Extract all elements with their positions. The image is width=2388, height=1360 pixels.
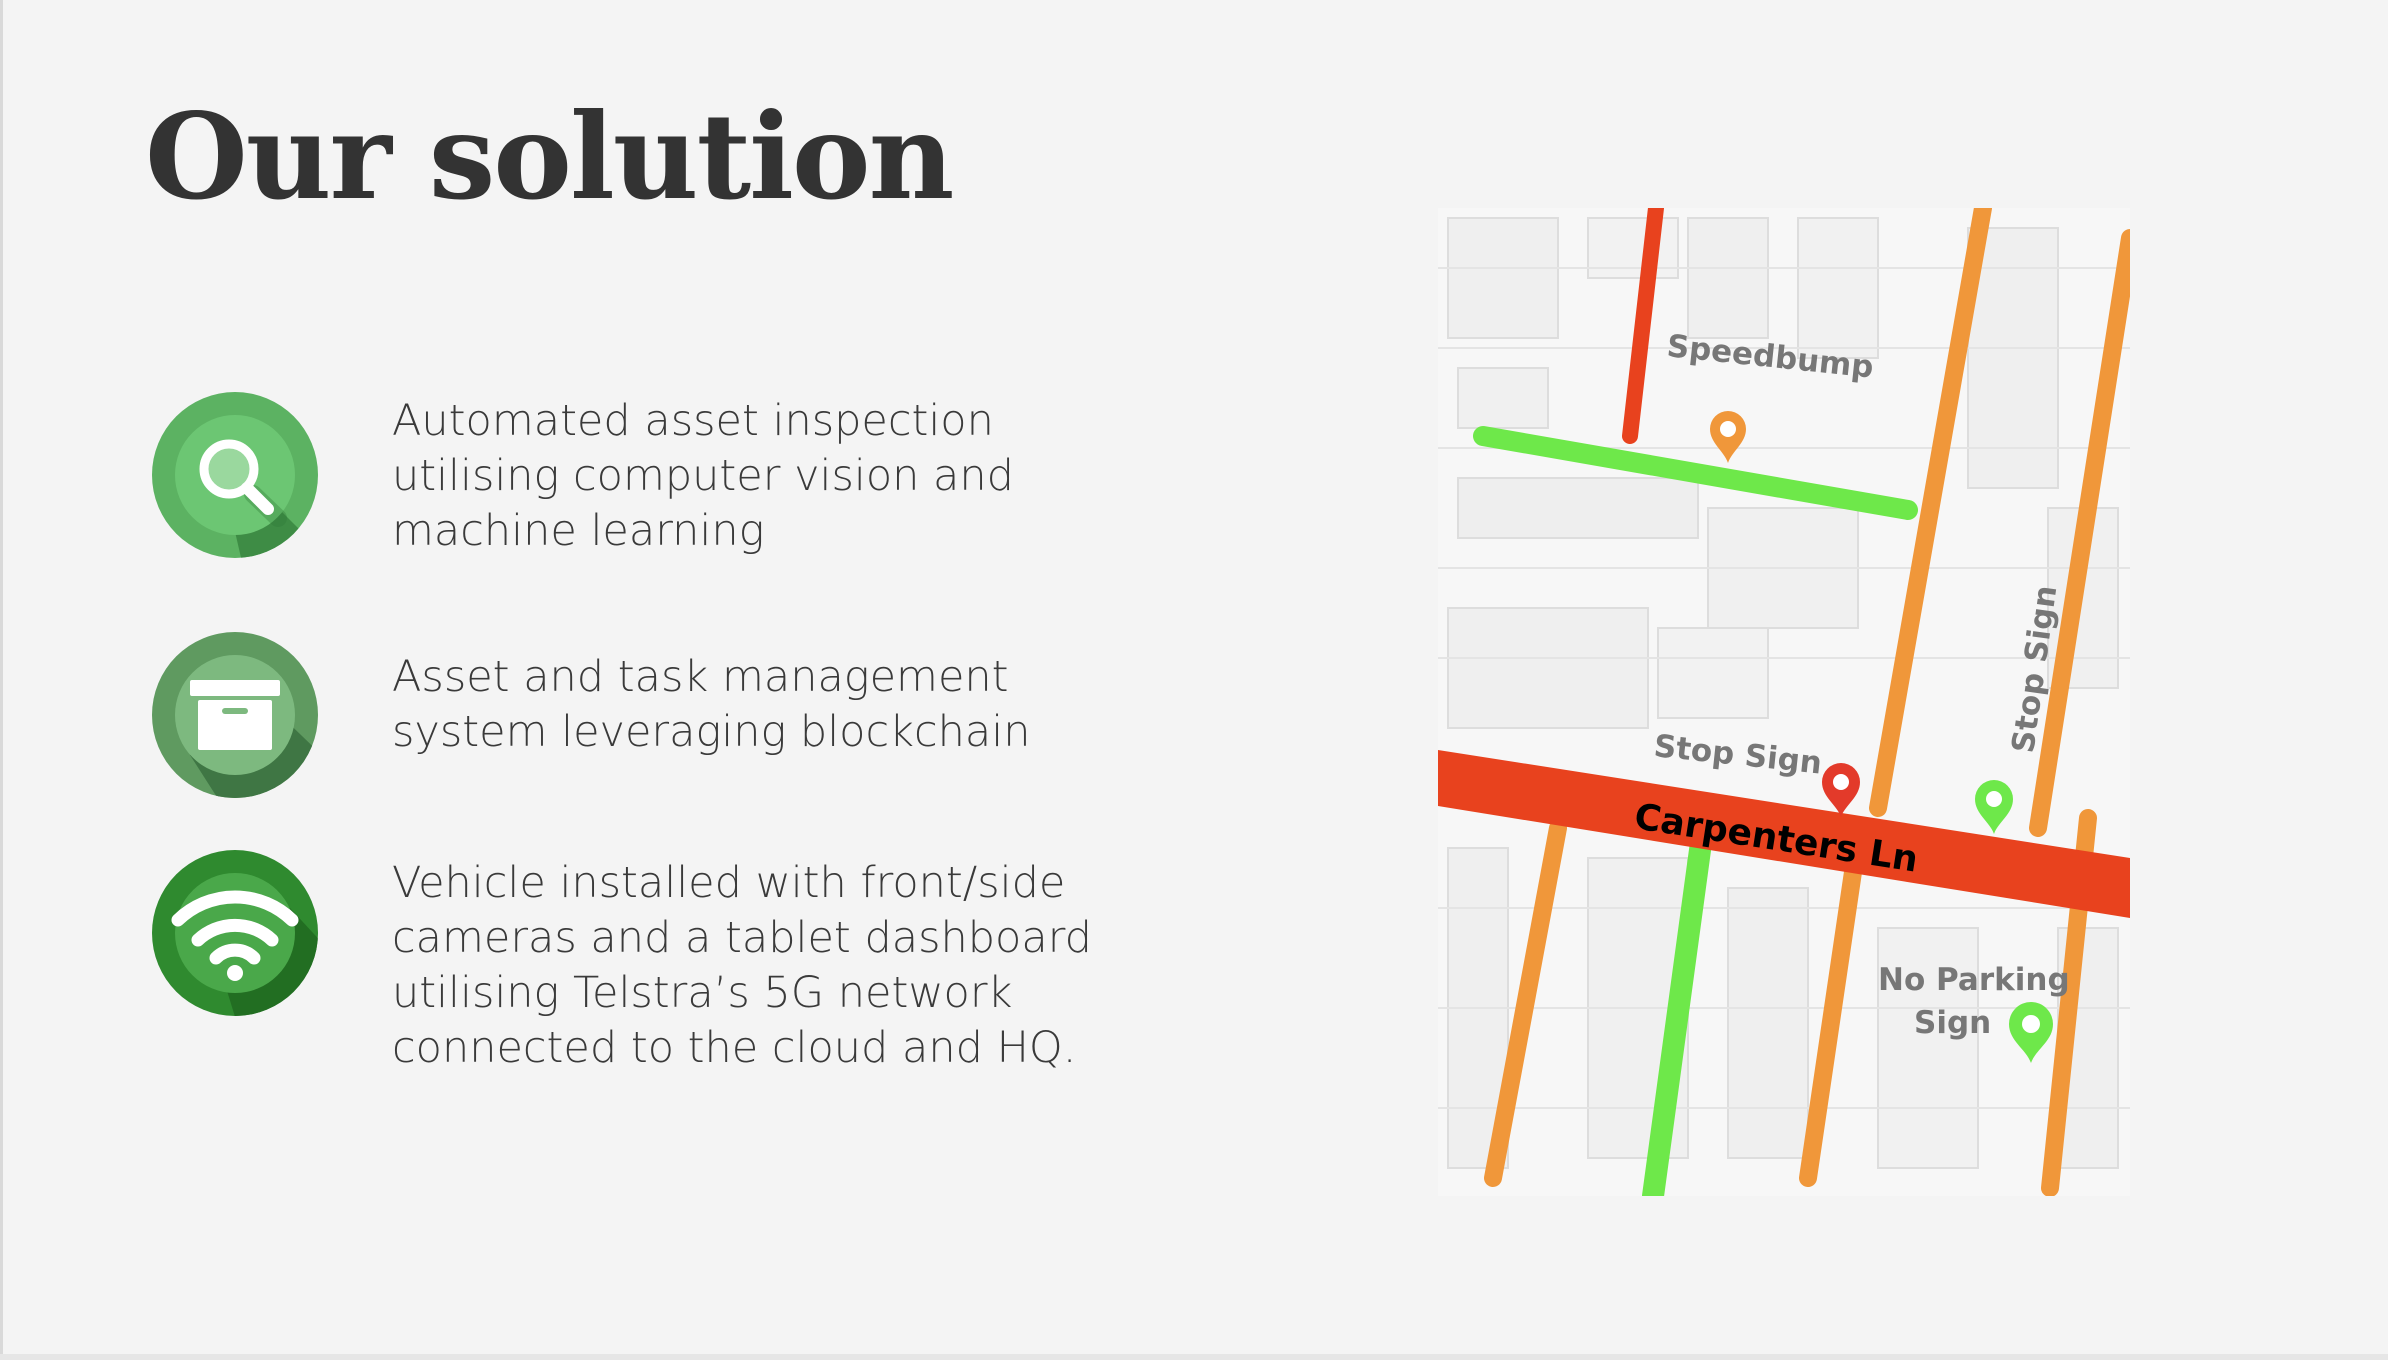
road-orange-south-1 bbox=[1484, 819, 1567, 1187]
speedbump-marker-icon bbox=[1710, 411, 1746, 463]
page-title: Our solution bbox=[145, 87, 954, 226]
feature-description: Vehicle installed with front/side camera… bbox=[392, 858, 1092, 1073]
map-label-no-parking-sign: Sign bbox=[1914, 1005, 1991, 1041]
road-orange-north-1 bbox=[1869, 208, 1992, 817]
feature-description: Asset and task management system leverag… bbox=[392, 652, 1031, 757]
asset-map: Carpenters Ln Speedbump Stop Sign Stop S… bbox=[1438, 208, 2130, 1196]
wifi-icon bbox=[152, 850, 318, 1016]
map-label-no-parking: No Parking bbox=[1878, 962, 2070, 998]
map-grid-lines bbox=[1438, 267, 2130, 1109]
archive-box-icon bbox=[152, 632, 318, 798]
slide-left-border bbox=[0, 0, 3, 1360]
stop-sign-green-marker-icon bbox=[1975, 780, 2013, 834]
search-icon bbox=[152, 392, 318, 558]
no-parking-marker-icon bbox=[2009, 1002, 2053, 1063]
road-orange-north-2 bbox=[2029, 229, 2130, 837]
road-red-north bbox=[1622, 208, 1664, 444]
map-label-stop-sign: Stop Sign bbox=[1652, 728, 1823, 781]
road-green-cross bbox=[1473, 426, 1918, 520]
slide-bottom-border bbox=[0, 1354, 2388, 1360]
feature-description: Automated asset inspection utilising com… bbox=[392, 396, 1014, 556]
stop-sign-marker-icon bbox=[1822, 763, 1860, 817]
street-carpenters-ln bbox=[1438, 750, 2130, 918]
road-orange-south-2 bbox=[1799, 829, 1867, 1187]
road-green-south bbox=[1642, 817, 1714, 1196]
